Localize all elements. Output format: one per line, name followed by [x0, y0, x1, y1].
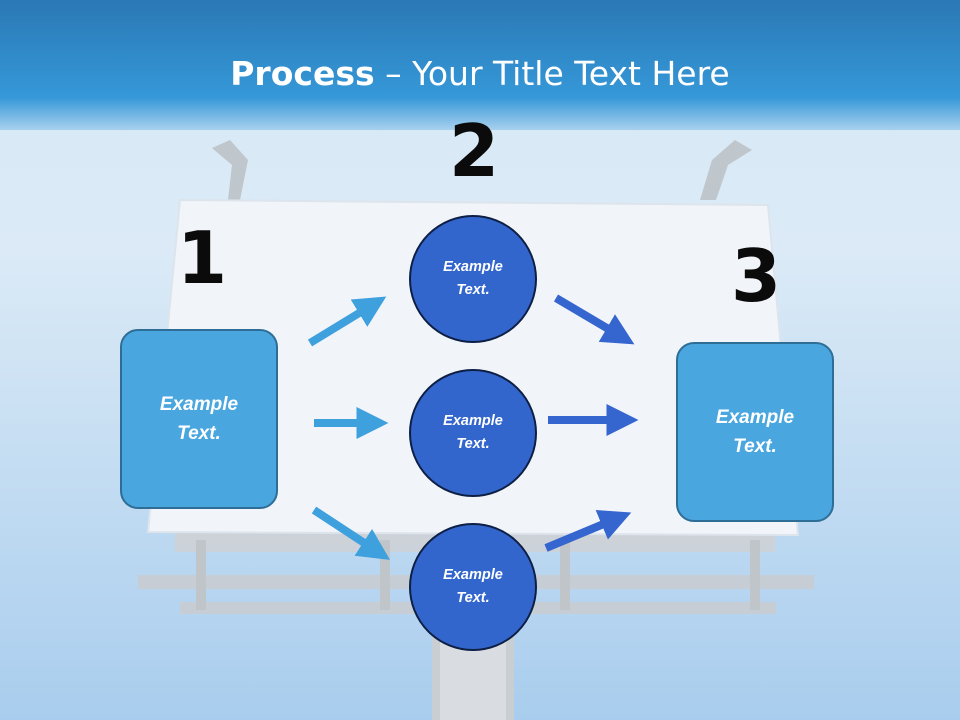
step-number-3: 3 [731, 234, 782, 318]
circle-top-line2: Text. [456, 282, 490, 298]
step-1-text: Example Text. [160, 390, 238, 448]
circle-top: Example Text. [409, 215, 537, 343]
circle-top-line1: Example [443, 259, 503, 275]
step-3-line1: Example [715, 407, 795, 428]
circle-middle-line1: Example [443, 413, 503, 429]
step-3-box: Example Text. [676, 342, 834, 522]
step-3-line2: Text. [733, 436, 777, 457]
step-1-line1: Example [159, 394, 239, 415]
title-bold: Process [230, 54, 375, 93]
step-1-line2: Text. [177, 423, 221, 444]
circle-top-text: Example Text. [443, 256, 503, 302]
circle-bottom: Example Text. [409, 523, 537, 651]
page-title: Process – Your Title Text Here [0, 54, 960, 93]
title-rest: – Your Title Text Here [374, 54, 730, 93]
circle-bottom-text: Example Text. [443, 564, 503, 610]
circle-middle: Example Text. [409, 369, 537, 497]
step-3-text: Example Text. [716, 403, 794, 461]
step-1-box: Example Text. [120, 329, 278, 509]
circle-bottom-line2: Text. [456, 590, 490, 606]
circle-middle-line2: Text. [456, 436, 490, 452]
step-number-2: 2 [449, 109, 500, 193]
step-number-1: 1 [177, 216, 228, 300]
circle-middle-text: Example Text. [443, 410, 503, 456]
circle-bottom-line1: Example [443, 567, 503, 583]
title-band [0, 0, 960, 130]
